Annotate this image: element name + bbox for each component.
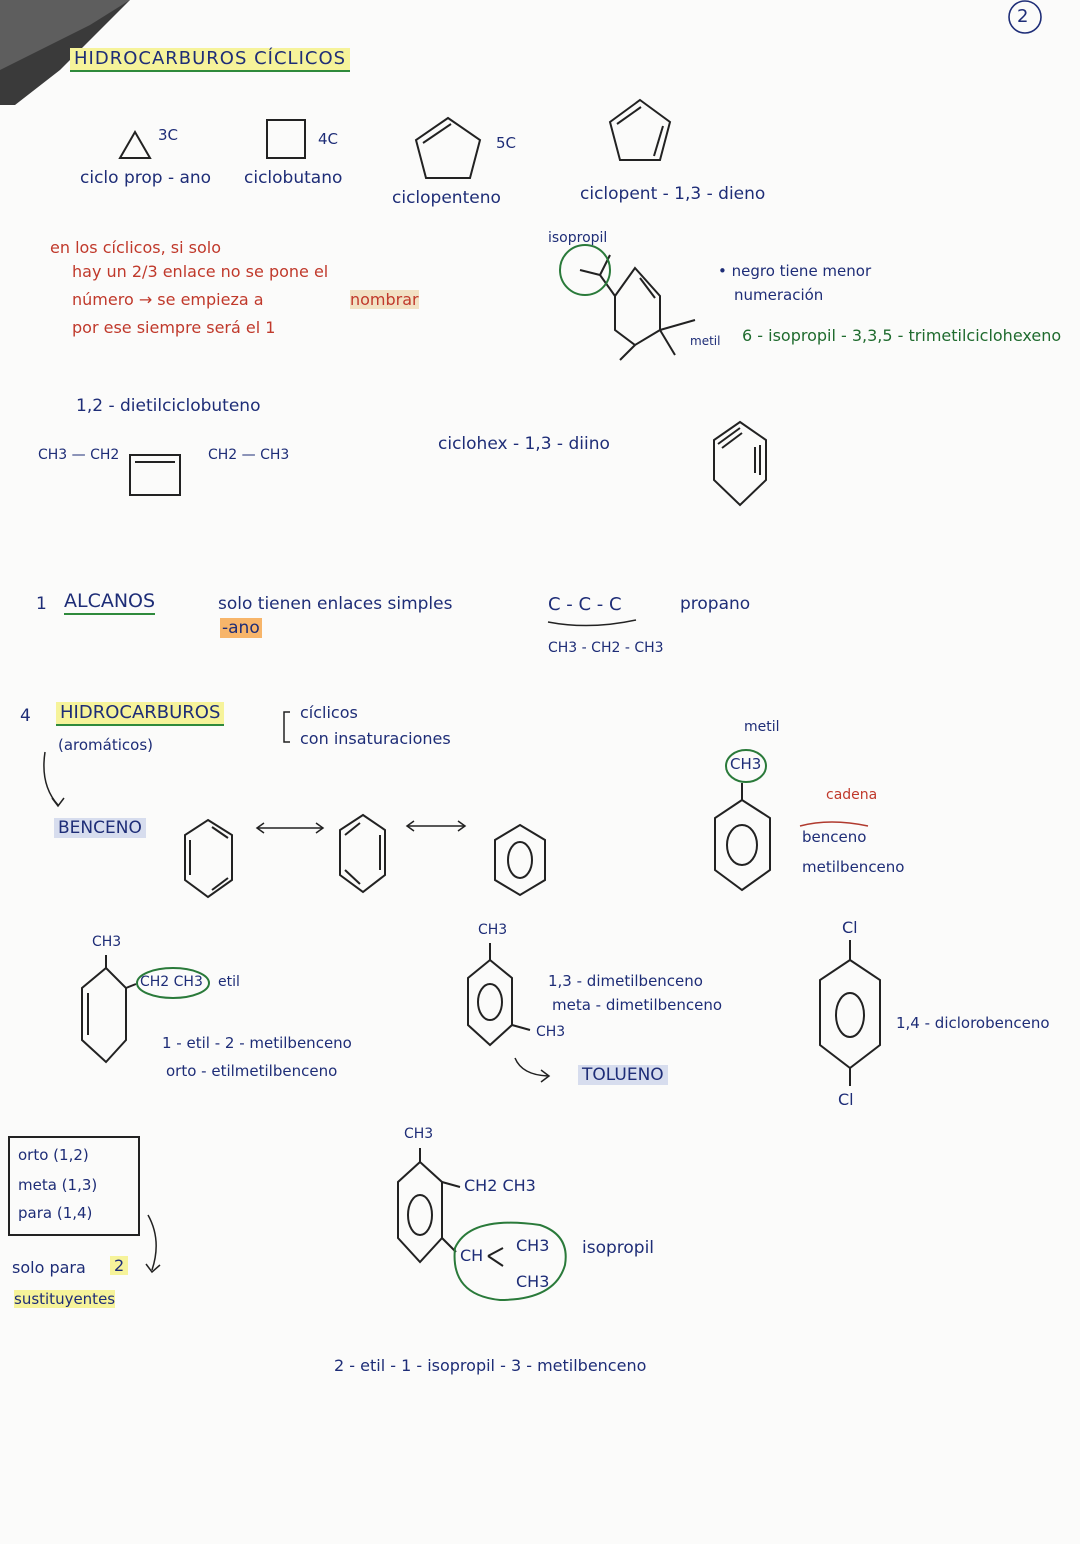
dichlorobenzene-structure — [819, 940, 881, 1086]
ethyl-group: CH2 CH3 — [140, 974, 203, 990]
methylbenzene-structure — [714, 783, 771, 892]
alkane-chain: C - C - C — [548, 594, 622, 615]
final-isopropyl-label: isopropil — [582, 1238, 655, 1258]
ethylmethylbenzene-structure — [81, 955, 137, 1064]
dimethyl-ch3-top: CH3 — [478, 922, 508, 938]
final-ch3-upper: CH3 — [516, 1236, 550, 1255]
cyclopentadiene-structure — [608, 98, 672, 161]
cyclohexene-structure — [579, 254, 696, 361]
cyclobutene-structure — [129, 454, 181, 496]
methylbenzene-label: metilbenceno — [802, 858, 905, 876]
numbering-note-line1: • negro tiene menor — [718, 262, 872, 280]
alkanes-heading: ALCANOS — [64, 590, 156, 615]
methyl-label: metil — [744, 719, 780, 735]
benzene-label: BENCENO — [54, 818, 146, 839]
diethyl-left-group: CH3 — CH2 — [38, 447, 120, 463]
square-structure — [266, 119, 306, 159]
pentene-name: ciclopenteno — [392, 188, 501, 208]
dimethyl-name-1: 1,3 - dimetilbenceno — [548, 972, 703, 990]
methyl-label-small: metil — [690, 334, 721, 348]
methyl-circle — [725, 749, 767, 783]
cyclopentene-structure — [414, 116, 482, 179]
triangle-name: ciclo prop - ano — [80, 168, 212, 188]
corner-clip-shape — [0, 0, 130, 105]
final-name: 2 - etil - 1 - isopropil - 3 - metilbenc… — [334, 1356, 647, 1375]
aromatic-bracket — [283, 711, 290, 743]
pentene-carbon-count: 5C — [496, 134, 517, 152]
alkane-chain-name: propano — [680, 594, 751, 614]
rule-note-line4: por ese siempre será el 1 — [72, 318, 276, 337]
legend-meta: meta (1,3) — [18, 1176, 98, 1194]
dimethyl-ch3-bottom: CH3 — [536, 1024, 566, 1040]
bracket-line2: con insaturaciones — [300, 729, 451, 748]
toluene-label: TOLUENO — [578, 1065, 668, 1086]
alkane-formula: CH3 - CH2 - CH3 — [548, 640, 664, 656]
legend-box: orto (1,2) meta (1,3) para (1,4) — [8, 1136, 140, 1236]
dimethylbenzene-structure — [467, 943, 531, 1047]
final-ch3: CH3 — [404, 1126, 434, 1142]
toluene-arrow — [514, 1057, 551, 1083]
trisubstituted-benzene-structure — [397, 1148, 504, 1267]
rule-note-line2: hay un 2/3 enlace no se pone el — [72, 262, 329, 281]
ethylmethyl-ch3: CH3 — [92, 934, 122, 950]
cyclic-heading: HIDROCARBUROS CÍCLICOS — [70, 48, 351, 72]
hexene-name: 6 - isopropil - 3,3,5 - trimetilciclohex… — [742, 326, 1062, 345]
aromatics-sub: (aromáticos) — [58, 736, 154, 754]
chain-brace-red — [799, 821, 869, 827]
legend-orto: orto (1,2) — [18, 1146, 89, 1164]
rule-note-highlight: nombrar — [350, 290, 419, 310]
ethyl-circle — [136, 967, 210, 999]
chlorine-top: Cl — [842, 918, 858, 937]
aromatics-number: 4 — [20, 706, 31, 726]
alkanes-desc: solo tienen enlaces simples — [218, 594, 453, 614]
final-ethyl-group: CH2 CH3 — [464, 1176, 536, 1195]
final-ch: CH — [460, 1246, 484, 1265]
diyne-name: ciclohex - 1,3 - diino — [438, 434, 610, 454]
rule-note-line1: en los cíclicos, si solo — [50, 238, 221, 257]
numbering-note-line2: numeración — [734, 286, 824, 304]
legend-para: para (1,4) — [18, 1204, 93, 1222]
legend-note-1: solo para — [12, 1258, 86, 1277]
pentadiene-name: ciclopent - 1,3 - dieno — [580, 184, 766, 204]
ethyl-name-1: 1 - etil - 2 - metilbenceno — [162, 1034, 352, 1052]
chlorine-bottom: Cl — [838, 1090, 854, 1109]
isopropyl-circle — [559, 244, 611, 296]
triangle-carbon-count: 3C — [158, 126, 179, 144]
isopropyl-label: isopropil — [548, 230, 608, 246]
page-number: 2 — [1017, 6, 1029, 27]
dimethyl-name-2: meta - dimetilbenceno — [552, 996, 723, 1014]
diethyl-right-group: CH2 — CH3 — [208, 447, 290, 463]
triangle-structure — [118, 129, 152, 159]
ethyl-label: etil — [218, 974, 240, 990]
benzene-kekule-1 — [184, 818, 233, 899]
rule-note-line3: número → se empieza a — [72, 290, 264, 309]
ethyl-name-2: orto - etilmetilbenceno — [166, 1062, 338, 1080]
chain-label: cadena — [826, 787, 878, 803]
benzene-circle — [494, 823, 546, 897]
diethyl-name: 1,2 - dietilciclobuteno — [76, 396, 261, 416]
legend-bracket — [145, 1214, 161, 1274]
down-arrow — [43, 751, 65, 808]
legend-note-2: sustituyentes — [14, 1290, 116, 1308]
benzene-word: benceno — [802, 828, 867, 846]
benzene-kekule-2 — [339, 813, 386, 894]
cyclohexadiyne-structure — [713, 420, 767, 507]
resonance-arrow-2 — [405, 820, 467, 832]
page-number-circle — [1008, 0, 1042, 34]
isopropyl-loop — [453, 1221, 567, 1302]
legend-note-number: 2 — [110, 1256, 129, 1276]
resonance-arrow-1 — [255, 822, 325, 834]
alkanes-number: 1 — [36, 594, 47, 614]
square-carbon-count: 4C — [318, 130, 339, 148]
final-ch3-lower: CH3 — [516, 1272, 550, 1291]
bracket-line1: cíclicos — [300, 703, 358, 722]
dichloro-name: 1,4 - diclorobenceno — [896, 1014, 1050, 1032]
square-name: ciclobutano — [244, 168, 343, 188]
chain-brace — [547, 619, 637, 627]
alkanes-suffix: -ano — [220, 618, 262, 639]
methyl-ch3: CH3 — [730, 755, 762, 773]
aromatics-heading: HIDROCARBUROS — [56, 702, 225, 726]
